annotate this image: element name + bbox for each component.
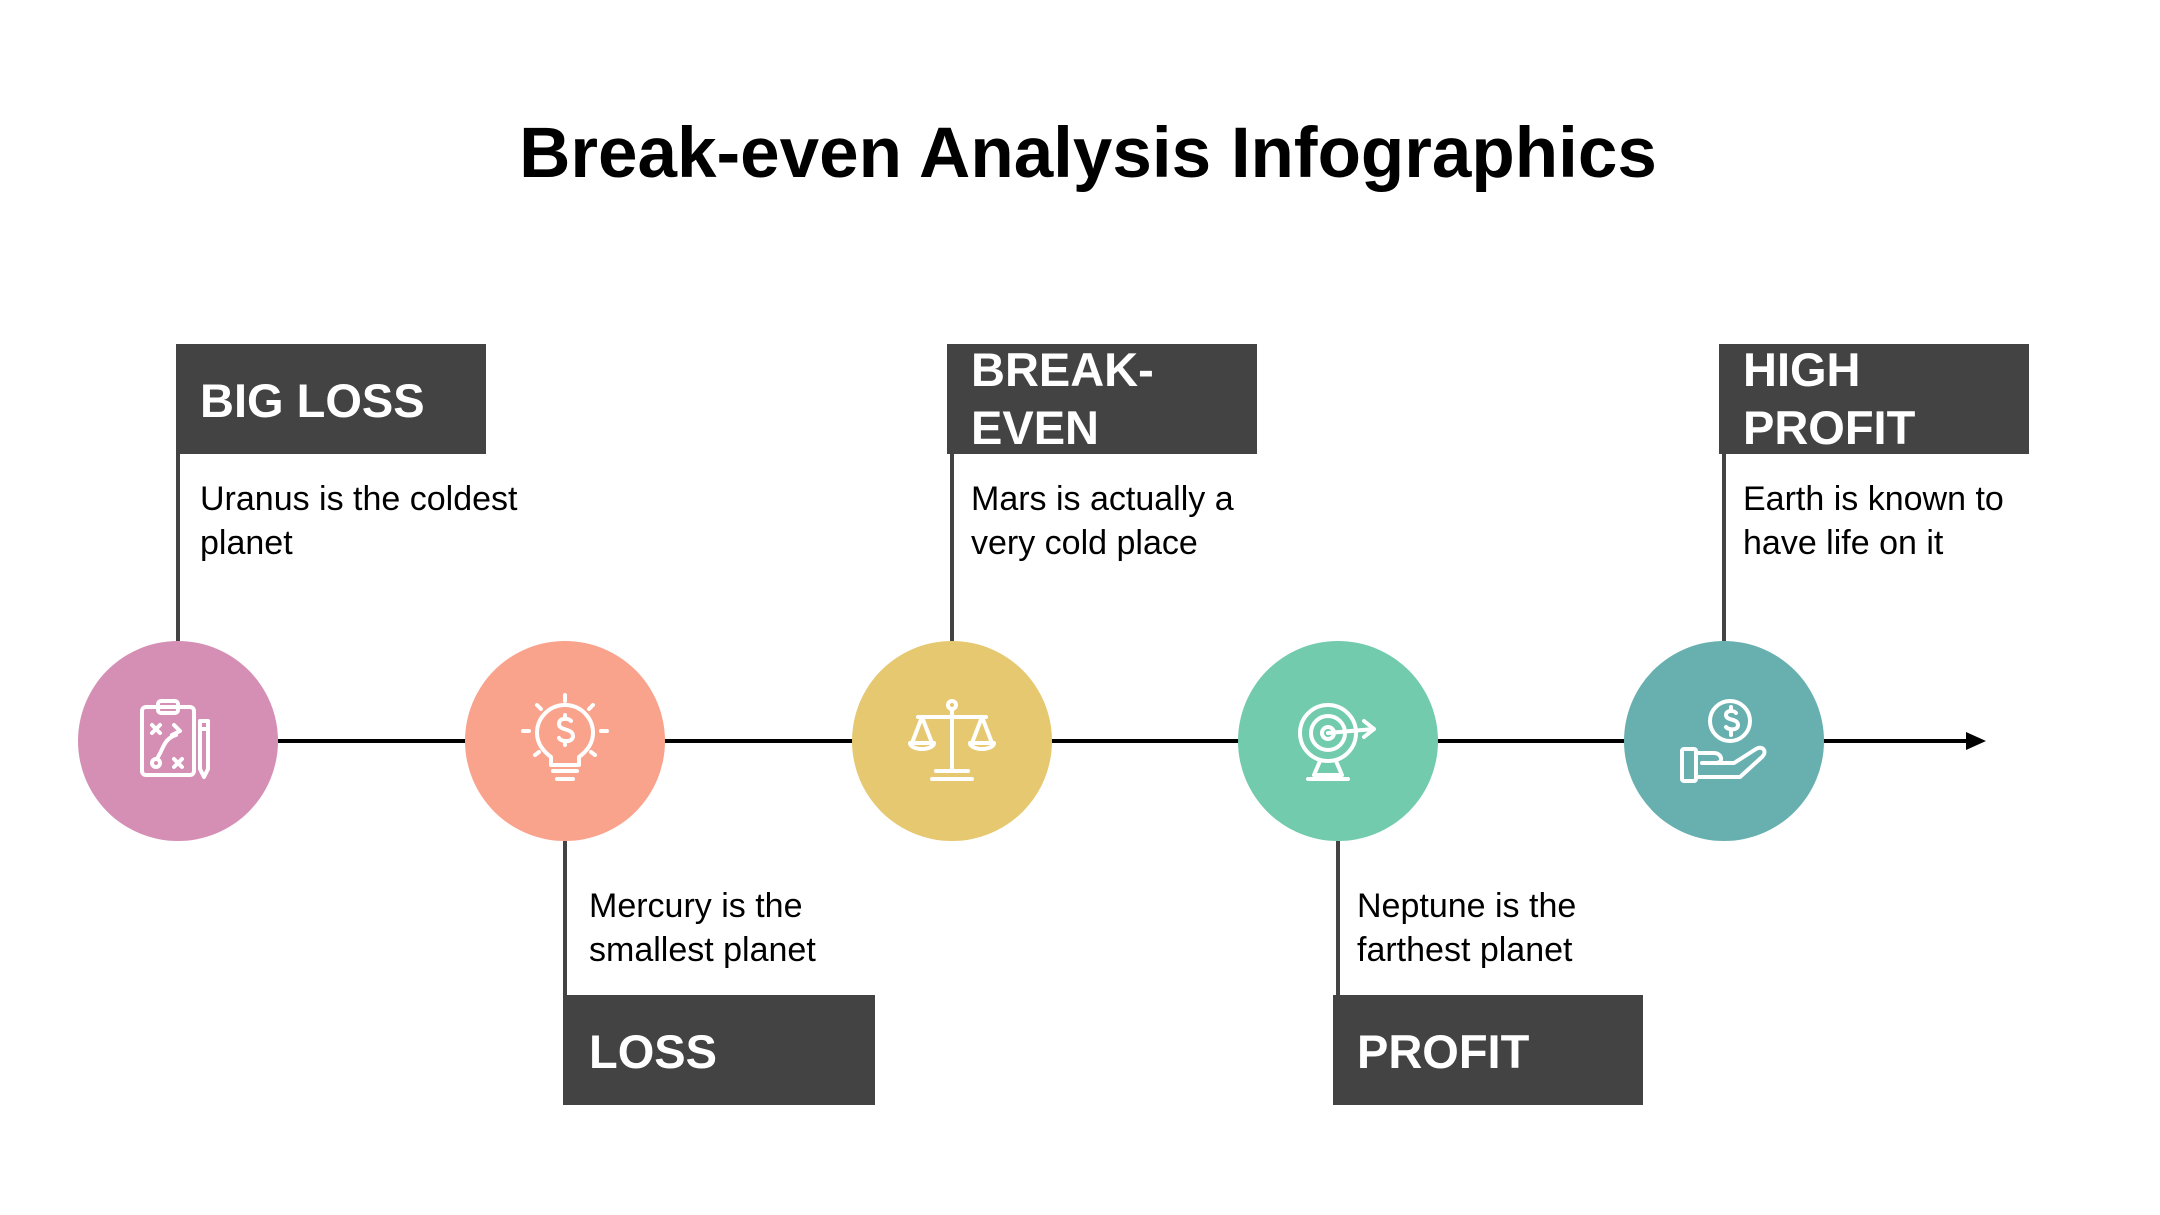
stage-label-text: HIGH PROFIT: [1743, 343, 1916, 454]
stage-label-text: BREAK-EVEN: [971, 343, 1154, 454]
stage-description-break-even: Mars is actually a very cold place: [971, 480, 1234, 562]
stage-description-big-loss: Uranus is the coldest planet: [200, 480, 518, 562]
page-title: Break-even Analysis Infographics: [519, 114, 1657, 193]
stage-label-profit: PROFIT: [1333, 995, 1643, 1105]
stage-circle-big-loss: [78, 641, 278, 841]
hand-coin-icon: [1680, 699, 1767, 783]
stage-description-profit: Neptune is the farthest planet: [1357, 887, 1577, 969]
lightbulb-dollar-icon: [521, 693, 609, 781]
stage-label-loss: LOSS: [565, 995, 875, 1105]
stage-description-high-profit: Earth is known to have life on it: [1743, 480, 2004, 562]
stage-label-text: LOSS: [589, 1025, 717, 1078]
stage-description-loss: Mercury is the smallest planet: [589, 887, 816, 969]
stage-label-text: PROFIT: [1357, 1025, 1530, 1078]
stage-label-high-profit: HIGH PROFIT: [1719, 343, 2029, 454]
timeline-arrowhead: [1966, 732, 1986, 750]
stage-circle-loss: [465, 641, 665, 841]
balance-scale-icon: [908, 699, 996, 781]
stage-label-big-loss: BIG LOSS: [176, 344, 486, 454]
clipboard-strategy-icon: [140, 699, 210, 779]
stage-circle-high-profit: [1624, 641, 1824, 841]
stage-label-break-even: BREAK-EVEN: [947, 343, 1257, 454]
stage-circle-profit: [1238, 641, 1438, 841]
stage-circle-break-even: [852, 641, 1052, 841]
target-arrow-icon: [1298, 703, 1376, 781]
stage-label-text: BIG LOSS: [200, 374, 425, 427]
